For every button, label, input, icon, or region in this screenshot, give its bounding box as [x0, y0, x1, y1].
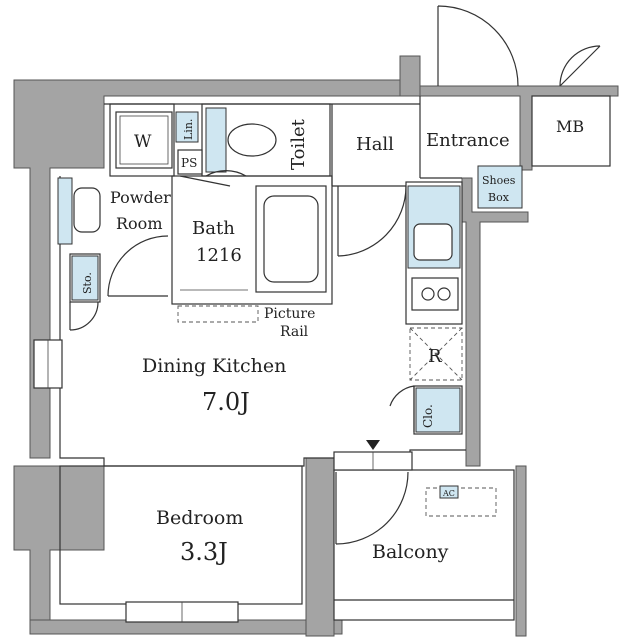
refrigerator-space: [409, 327, 463, 381]
door-swings: [69, 5, 601, 545]
door-closet: [389, 385, 415, 432]
label-balcony: Balcony: [372, 541, 449, 563]
label-shoes-box-2: Box: [488, 191, 510, 204]
label-dining-kitchen-size: 7.0J: [202, 388, 250, 416]
wall-bedroom-balcony: [305, 457, 335, 637]
label-powder-room-2: Room: [116, 214, 162, 233]
door-hall: [337, 185, 407, 257]
outdoor-unit-tag: [439, 485, 459, 499]
label-w: W: [134, 132, 152, 152]
exterior-walls: [13, 55, 619, 637]
label-toilet: Toilet: [288, 118, 309, 170]
door-entrance: [437, 5, 519, 87]
wall-top-right: [419, 85, 619, 171]
label-entrance: Entrance: [426, 130, 510, 151]
entrance-arrow-marker: [366, 440, 380, 450]
burner-1: [421, 287, 435, 301]
label-bath-1: Bath: [192, 218, 235, 239]
closet-blue: [415, 387, 461, 433]
label-bedroom-size: 3.3J: [180, 538, 228, 566]
linen-box: [175, 111, 199, 143]
balcony-outline: [333, 469, 515, 621]
label-bedroom: Bedroom: [156, 507, 243, 529]
shoes-box: [477, 165, 523, 209]
label-sto: Sto.: [81, 272, 94, 294]
toilet-bowl: [227, 123, 277, 157]
refrigerator-x2: [409, 327, 463, 381]
label-hall: Hall: [356, 134, 394, 155]
door-storage: [69, 301, 99, 331]
door-balcony: [335, 471, 409, 545]
door-powder: [107, 235, 169, 297]
label-bath-2: 1216: [196, 245, 242, 266]
kitchen-sink: [413, 223, 453, 261]
label-picture-rail-2: Rail: [280, 324, 309, 340]
wall-column-top: [399, 55, 421, 97]
mb-box: [531, 95, 611, 167]
label-lin: Lin.: [182, 119, 195, 140]
kitchen-counter: [405, 181, 463, 325]
powder-basin-counter: [57, 177, 73, 245]
fixtures: [71, 107, 523, 517]
label-shoes-box-1: Shoes: [482, 174, 516, 187]
toilet-tank: [205, 107, 227, 173]
burner-2: [437, 287, 451, 301]
stove: [411, 277, 459, 311]
wall-balcony-right: [515, 465, 527, 637]
labels: W Lin. PS Toilet Hall Entrance MB Powder…: [81, 117, 584, 566]
door-toilet: [205, 170, 247, 177]
wall-right-kitchen: [461, 177, 529, 467]
label-refrigerator: R: [428, 346, 442, 367]
label-powder-room-1: Powder: [110, 188, 171, 207]
picture-rail-outline: [177, 305, 259, 323]
storage-box: [69, 253, 101, 303]
label-outdoor-unit: AC: [442, 489, 455, 498]
outdoor-unit: [425, 487, 497, 517]
label-ps: PS: [181, 156, 197, 170]
label-picture-rail-1: Picture: [264, 306, 315, 322]
storage-blue: [71, 255, 99, 301]
washer-room-box: [109, 103, 175, 177]
door-bath: [179, 175, 231, 187]
bath-box: [171, 175, 333, 305]
label-dining-kitchen: Dining Kitchen: [142, 355, 286, 377]
ps-box: [177, 149, 203, 175]
label-closet: Clo.: [421, 404, 435, 428]
door-mb: [559, 45, 601, 87]
powder-basin: [73, 187, 101, 233]
washing-machine-inner: [119, 115, 169, 165]
wall-left-lower: [13, 465, 105, 627]
label-mb: MB: [556, 117, 584, 136]
interior-lines: [33, 95, 611, 623]
washing-machine: [115, 111, 173, 169]
bathtub-inner: [263, 195, 319, 283]
